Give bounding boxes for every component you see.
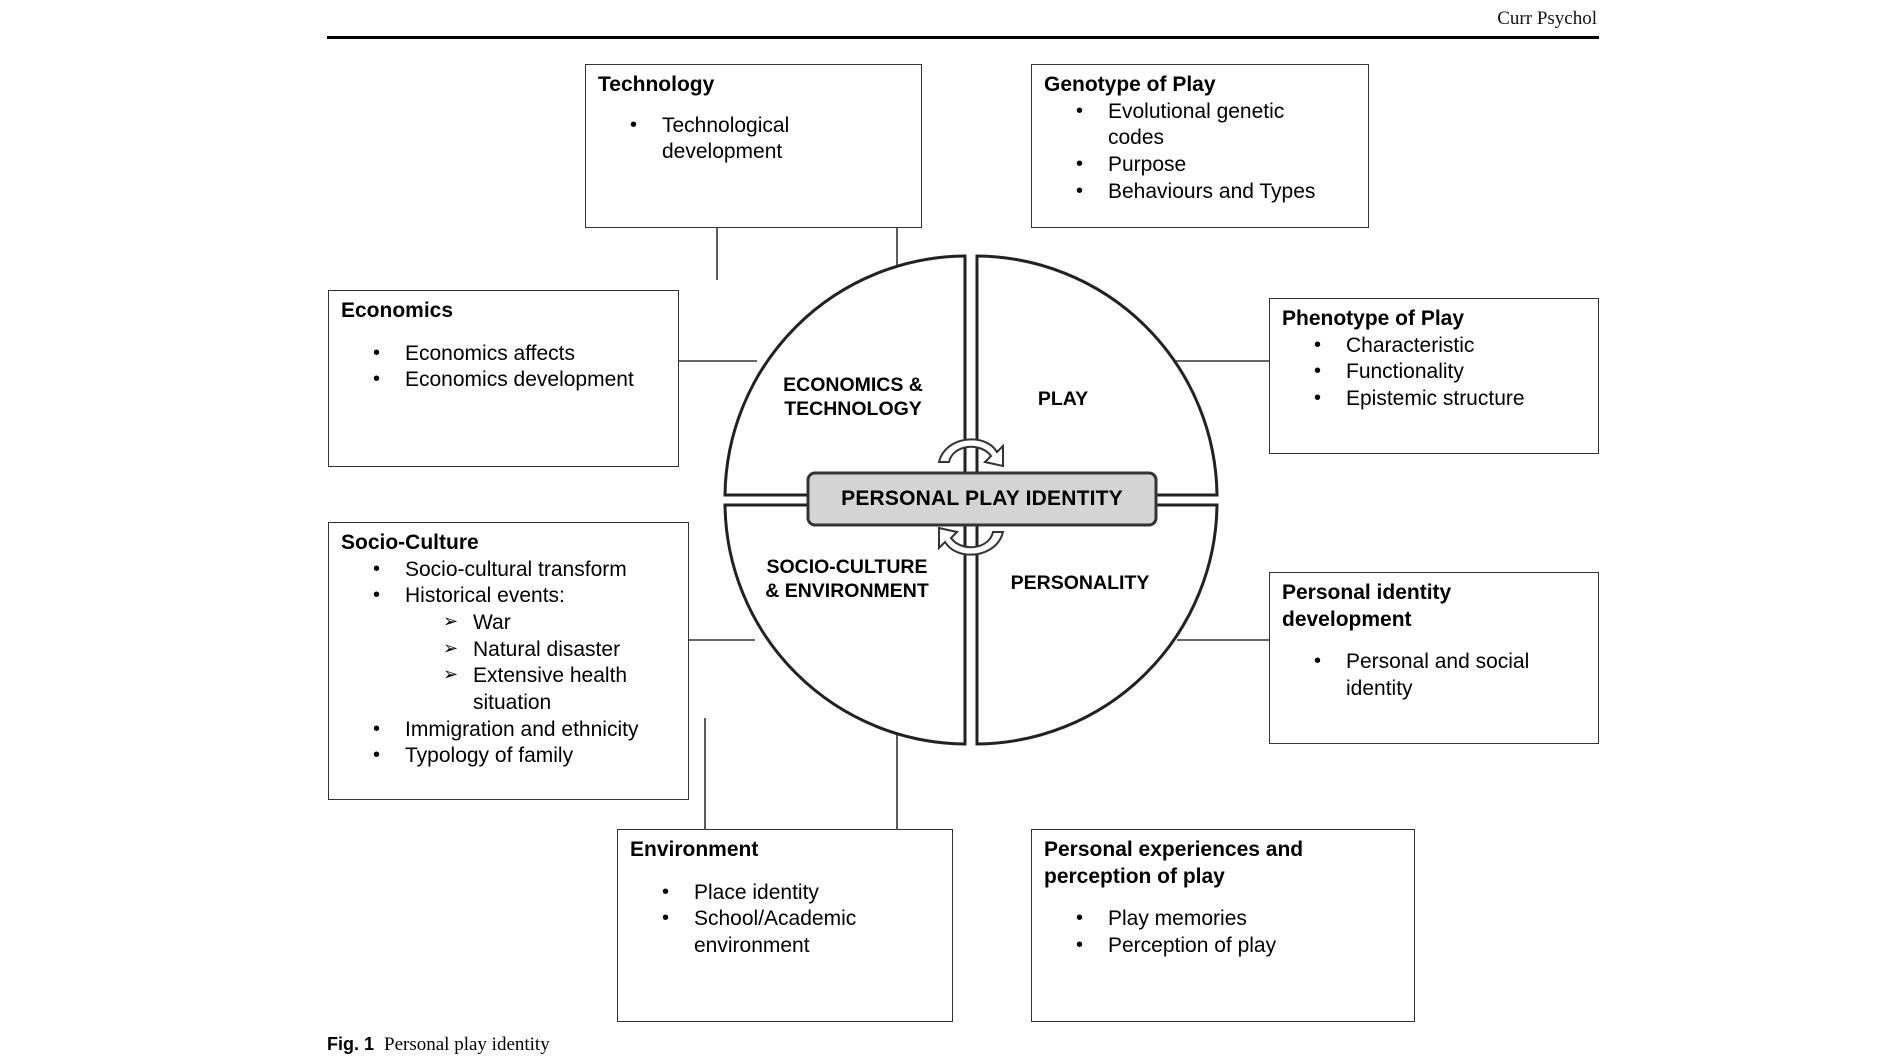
list-item: Functionality — [1314, 359, 1586, 386]
quadrant-label-personality: PERSONALITY — [995, 572, 1165, 596]
box-title: Phenotype of Play — [1282, 307, 1465, 330]
list-item: Economics development — [373, 367, 666, 394]
box-title: Technology — [598, 73, 715, 96]
figure-caption-text: Personal play identity — [384, 1034, 550, 1055]
bullet-list: Characteristic Functionality Epistemic s… — [1282, 333, 1586, 413]
bullet-list: Economics affects Economics development — [341, 341, 666, 394]
bullet-list: Technological development — [598, 113, 909, 166]
quadrant-play — [975, 254, 1219, 497]
list-item: Characteristic — [1314, 333, 1586, 360]
journal-header: Curr Psychol — [1497, 8, 1597, 29]
list-item: Typology of family — [373, 743, 676, 770]
rotate-arrow-bottom-icon — [938, 526, 1005, 556]
list-item: Play memories — [1076, 906, 1402, 933]
list-item: Epistemic structure — [1314, 386, 1586, 413]
quadrant-label-economics-technology: ECONOMICS & TECHNOLOGY — [773, 374, 933, 422]
header-rule — [327, 36, 1599, 39]
quadrant-economics-technology — [723, 254, 967, 497]
box-title: Personal experiences and perception of p… — [1044, 838, 1304, 888]
list-item: Immigration and ethnicity — [373, 717, 676, 744]
figure-number: Fig. 1 — [327, 1034, 375, 1054]
box-technology: Technology Technological development — [585, 64, 922, 228]
box-socio-culture: Socio-Culture Socio-cultural transform H… — [328, 522, 689, 800]
list-item: Personal and social identity — [1314, 649, 1551, 702]
list-item: Socio-cultural transform — [373, 557, 676, 584]
bullet-list: Play memories Perception of play — [1044, 906, 1402, 959]
bullet-list: Immigration and ethnicity Typology of fa… — [341, 717, 676, 770]
quadrant-personality — [975, 503, 1219, 746]
box-genotype-of-play: Genotype of Play Evolutional genetic cod… — [1031, 64, 1369, 228]
box-economics: Economics Economics affects Economics de… — [328, 290, 679, 467]
quadrant-label-socio-culture-environment: SOCIO-CULTURE & ENVIRONMENT — [752, 556, 942, 604]
list-item: Economics affects — [373, 341, 666, 368]
page: Curr Psychol ECONOMICS & — [285, 0, 1657, 1063]
sub-list: War Natural disaster Extensive health si… — [341, 610, 676, 717]
quadrant-label-line: PERSONALITY — [1010, 572, 1150, 594]
box-personal-identity-development: Personal identity development Personal a… — [1269, 572, 1599, 744]
list-item: Behaviours and Types — [1076, 179, 1356, 206]
list-item: Historical events: — [373, 583, 676, 610]
list-item: Purpose — [1076, 152, 1356, 179]
list-item: Place identity — [662, 880, 940, 907]
bullet-list: Socio-cultural transform Historical even… — [341, 557, 676, 610]
bullet-list: Place identity School/Academic environme… — [630, 880, 940, 960]
bullet-list: Evolutional genetic codes Purpose Behavi… — [1044, 99, 1356, 206]
list-item: School/Academic environment — [662, 906, 884, 959]
box-title: Economics — [341, 299, 454, 322]
box-title: Socio-Culture — [341, 531, 479, 554]
list-item: Technological development — [630, 113, 832, 166]
list-item: Perception of play — [1076, 933, 1402, 960]
quadrant-label-line: & ENVIRONMENT — [765, 579, 929, 602]
sub-list-item: Natural disaster — [443, 637, 676, 664]
bullet-list: Personal and social identity — [1282, 649, 1586, 702]
box-environment: Environment Place identity School/Academ… — [617, 829, 953, 1022]
rotate-arrow-top-icon — [937, 438, 1004, 468]
box-title: Environment — [630, 838, 759, 861]
quadrant-label-line: ECONOMICS & — [783, 374, 923, 396]
center-label-box — [806, 471, 1158, 527]
diagram-graphics — [673, 228, 1269, 829]
box-personal-experiences: Personal experiences and perception of p… — [1031, 829, 1415, 1022]
box-phenotype-of-play: Phenotype of Play Characteristic Functio… — [1269, 298, 1599, 454]
center-label: PERSONAL PLAY IDENTITY — [841, 487, 1123, 510]
quadrant-socio-culture-environment — [723, 503, 967, 746]
list-item: Evolutional genetic codes — [1076, 99, 1308, 152]
figure-caption: Fig. 1 Personal play identity — [327, 1034, 550, 1056]
sub-list-item: War — [443, 610, 676, 637]
quadrant-label-line: TECHNOLOGY — [784, 397, 922, 420]
box-title: Genotype of Play — [1044, 73, 1216, 96]
quadrant-label-line: SOCIO-CULTURE — [766, 556, 928, 578]
sub-list-item: Extensive health situation — [443, 663, 653, 716]
quadrant-label-play: PLAY — [1003, 388, 1123, 412]
quadrant-label-line: PLAY — [1037, 388, 1089, 410]
box-title: Personal identity development — [1282, 581, 1452, 631]
